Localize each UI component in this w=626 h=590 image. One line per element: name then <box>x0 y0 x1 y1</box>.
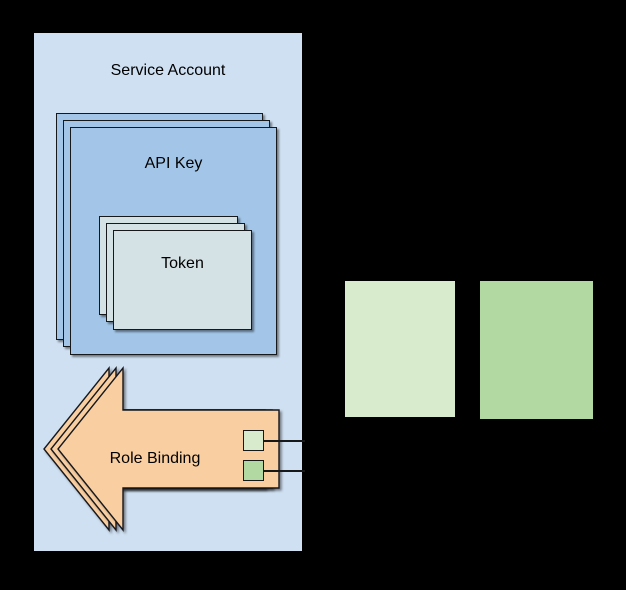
connector-line-resource-group <box>263 470 305 472</box>
role-binding-layer-1 <box>57 366 280 532</box>
role-binding-arrow-svg <box>43 366 280 532</box>
role-box[interactable] <box>345 281 455 417</box>
connector-line-role <box>263 440 305 442</box>
api-key-label: API Key <box>144 155 203 172</box>
resource-group-box[interactable] <box>480 281 593 419</box>
token-label: Token <box>161 255 204 272</box>
resource-group-port-square[interactable] <box>243 460 264 481</box>
role-binding-shape[interactable] <box>40 360 300 538</box>
role-port-square[interactable] <box>243 430 264 451</box>
service-account-label: Service Account <box>110 62 226 79</box>
token-card-layer-1[interactable] <box>113 230 252 330</box>
role-binding-label: Role Binding <box>109 450 201 467</box>
